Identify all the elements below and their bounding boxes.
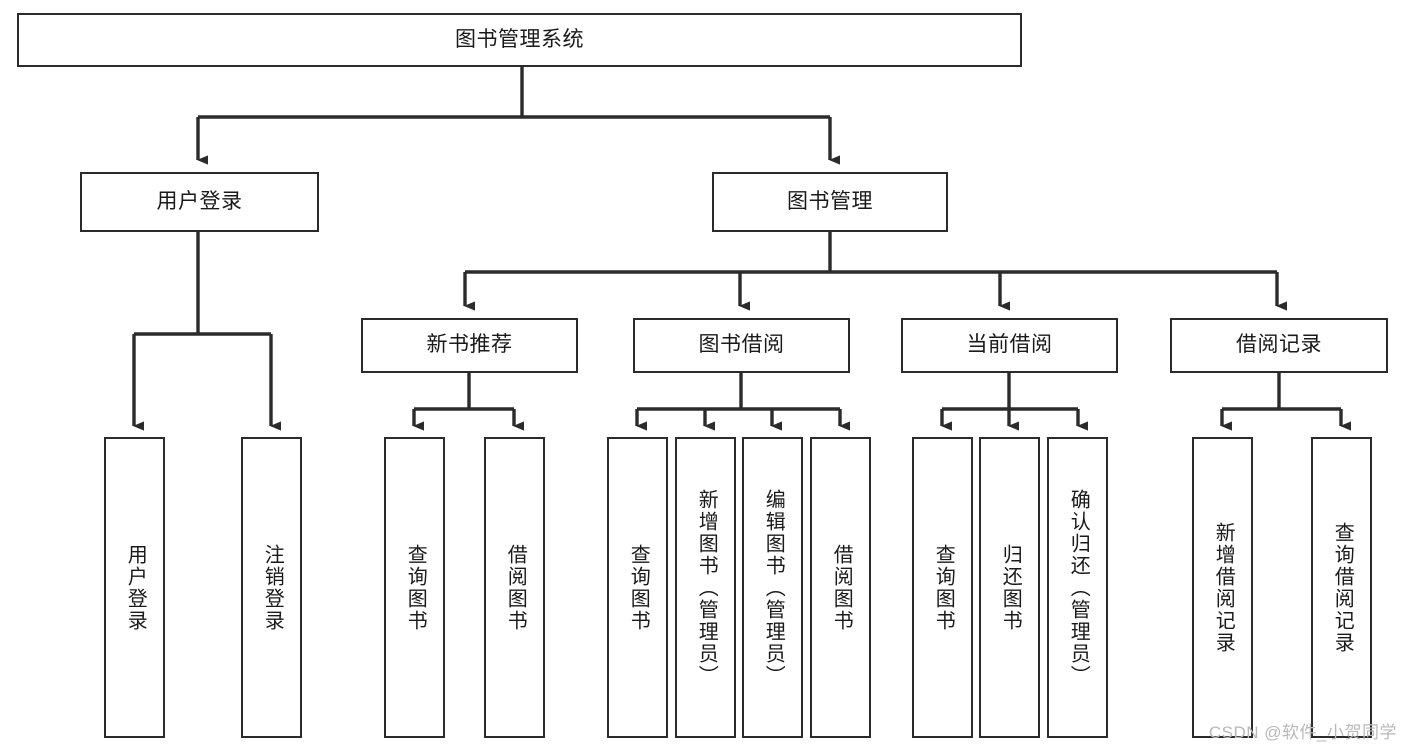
leaf-current-query-book[interactable]: 查询图书 [912,437,973,738]
node-label: 编辑图书（管理员） [762,488,785,687]
leaf-borrow-edit-book[interactable]: 编辑图书（管理员） [742,437,803,738]
node-label: 当前借阅 [966,333,1053,357]
node-label: 用户登录 [156,189,243,213]
leaf-borrow-borrow-book[interactable]: 借阅图书 [810,437,871,738]
csdn-watermark: CSDN @软件_小贺同学 [1208,723,1397,742]
leaf-recommend-borrow-book[interactable]: 借阅图书 [484,437,545,738]
leaf-current-confirm-return[interactable]: 确认归还（管理员） [1047,437,1108,738]
node-book-management[interactable]: 图书管理 [712,172,948,232]
node-label: 新增借阅记录 [1212,521,1235,654]
node-label: 确认归还（管理员） [1067,488,1090,687]
node-label: 图书管理系统 [455,27,584,51]
node-label: 新书推荐 [426,333,513,357]
node-borrow-record[interactable]: 借阅记录 [1170,318,1388,373]
leaf-user-login-signout[interactable]: 注销登录 [241,437,302,738]
node-label: 归还图书 [999,543,1022,632]
leaf-user-login-signin[interactable]: 用户登录 [104,437,165,738]
node-book-borrow[interactable]: 图书借阅 [633,318,850,373]
node-label: 借阅图书 [504,543,527,632]
leaf-record-add-record[interactable]: 新增借阅记录 [1192,437,1253,738]
node-label: 查询图书 [932,543,955,632]
leaf-recommend-query-book[interactable]: 查询图书 [384,437,445,738]
node-label: 新增图书（管理员） [695,488,718,687]
node-root-system[interactable]: 图书管理系统 [17,13,1022,67]
node-label: 查询借阅记录 [1331,521,1354,654]
node-label: 查询图书 [404,543,427,632]
node-label: 用户登录 [124,543,147,632]
leaf-borrow-add-book[interactable]: 新增图书（管理员） [675,437,736,738]
node-label: 借阅图书 [830,543,853,632]
leaf-current-return-book[interactable]: 归还图书 [979,437,1040,738]
node-label: 借阅记录 [1236,333,1322,357]
node-current-borrow[interactable]: 当前借阅 [901,318,1118,373]
node-user-login[interactable]: 用户登录 [80,172,319,232]
leaf-borrow-query-book[interactable]: 查询图书 [607,437,668,738]
node-label: 查询图书 [627,543,650,632]
node-label: 图书借阅 [698,333,785,357]
node-label: 图书管理 [787,189,873,213]
node-new-book-recommend[interactable]: 新书推荐 [361,318,578,373]
node-label: 注销登录 [261,543,284,632]
leaf-record-query-record[interactable]: 查询借阅记录 [1311,437,1372,738]
